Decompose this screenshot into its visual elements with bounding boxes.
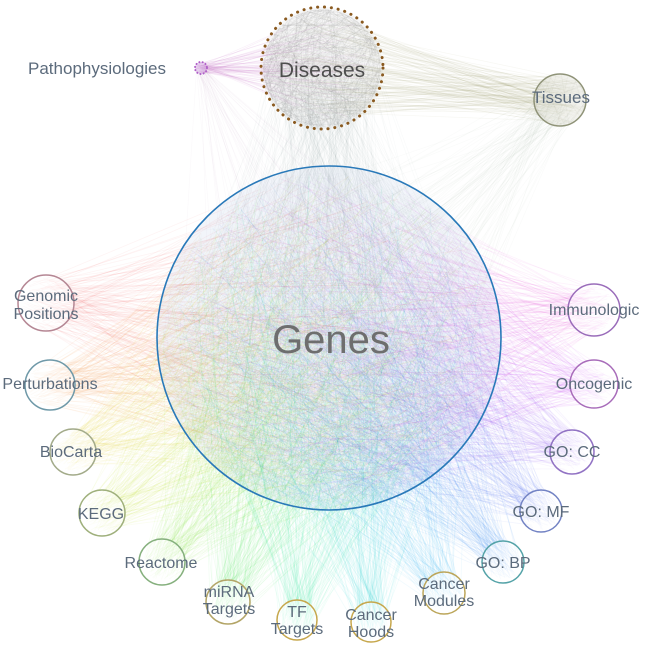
label-genes: Genes xyxy=(272,318,390,362)
label-line: Diseases xyxy=(279,59,365,82)
label-tissues: Tissues xyxy=(532,88,590,107)
node-reactome[interactable] xyxy=(138,538,186,586)
node-genes[interactable] xyxy=(156,165,502,511)
node-cancer-modules[interactable] xyxy=(422,571,466,615)
inner-network-diseases xyxy=(263,9,381,127)
label-go-bp: GO: BP xyxy=(475,555,530,572)
node-tf-targets[interactable] xyxy=(276,599,318,641)
node-perturbations[interactable] xyxy=(24,359,76,411)
bundle-genes-to-tf-targets xyxy=(185,174,489,636)
label-line: Targets xyxy=(203,601,255,618)
node-go-bp[interactable] xyxy=(481,540,525,584)
label-line: Pathophysiologies xyxy=(28,59,166,78)
label-line: Tissues xyxy=(532,88,590,107)
node-genomic-positions[interactable] xyxy=(17,274,75,332)
label-line: Cancer xyxy=(418,576,470,593)
label-diseases: Diseases xyxy=(279,59,365,82)
node-labels: Genes Diseases PathophysiologiesTissuesGen… xyxy=(2,59,639,641)
node-underfill-tissues xyxy=(534,74,586,126)
label-line: BioCarta xyxy=(40,444,102,461)
node-kegg[interactable] xyxy=(78,489,126,537)
bundle-diseases-to-genes xyxy=(174,10,482,489)
label-line: Targets xyxy=(271,621,323,638)
label-line: GO: BP xyxy=(475,555,530,572)
node-diseases[interactable] xyxy=(259,5,385,131)
node-underfill-genes xyxy=(157,166,501,510)
bundle-genes-to-oncogenic xyxy=(187,179,616,496)
bundle-genes-to-go-mf xyxy=(171,192,560,530)
bundle-genes-to-go-bp xyxy=(180,184,522,580)
label-kegg: KEGG xyxy=(78,506,124,523)
inner-network-tissues xyxy=(534,75,586,126)
bundle-genes-to-reactome xyxy=(141,172,483,580)
node-go-cc[interactable] xyxy=(549,429,595,475)
node-mirna-targets[interactable] xyxy=(205,579,251,625)
label-line: GO: CC xyxy=(544,444,601,461)
label-immunologic: Immunologic xyxy=(549,302,640,319)
node-pathophysiologies[interactable] xyxy=(194,61,208,75)
label-line: Reactome xyxy=(125,555,198,572)
label-line: Modules xyxy=(414,593,474,610)
bundle-genes-to-genomic-positions xyxy=(21,174,472,502)
label-line: Oncogenic xyxy=(556,376,633,393)
label-go-mf: GO: MF xyxy=(513,504,570,521)
label-line: TF xyxy=(287,604,307,621)
bundle-genes-to-cancer-modules xyxy=(165,184,484,610)
bundle-genes-to-immunologic xyxy=(166,178,616,505)
label-perturbations: Perturbations xyxy=(2,376,97,393)
node-cancer-hoods[interactable] xyxy=(350,601,392,643)
label-line: Immunologic xyxy=(549,302,640,319)
label-biocarta: BioCarta xyxy=(40,444,102,461)
label-oncogenic: Oncogenic xyxy=(556,376,633,393)
label-go-cc: GO: CC xyxy=(544,444,601,461)
node-biocarta[interactable] xyxy=(49,428,97,476)
node-oncogenic[interactable] xyxy=(569,359,619,409)
label-line: KEGG xyxy=(78,506,124,523)
node-immunologic[interactable] xyxy=(567,283,621,337)
node-underfills xyxy=(157,7,586,510)
label-line: Positions xyxy=(14,306,79,323)
bundle-tissues-to-genes xyxy=(199,77,585,487)
label-line: Cancer xyxy=(345,607,397,624)
bundle-genes-to-cancer-hoods xyxy=(177,186,496,640)
node-circles xyxy=(17,5,621,643)
bundle-pathophysiologies-to-genes xyxy=(180,63,476,481)
label-line: Perturbations xyxy=(2,376,97,393)
label-line: GO: MF xyxy=(513,504,570,521)
bundle-pathophysiologies-to-diseases xyxy=(195,20,368,118)
node-go-mf[interactable] xyxy=(519,489,563,533)
label-line: miRNA xyxy=(204,584,255,601)
node-tissues[interactable] xyxy=(533,73,587,127)
label-reactome: Reactome xyxy=(125,555,198,572)
label-pathophysiologies: Pathophysiologies xyxy=(28,59,166,78)
label-line: Hoods xyxy=(348,624,394,641)
label-line: Genomic xyxy=(14,288,78,305)
node-underfill-diseases xyxy=(261,7,383,129)
bundle-genes-to-biocarta xyxy=(52,175,492,504)
label-line: Genes xyxy=(272,318,390,362)
bundle-genes-to-go-cc xyxy=(167,177,591,497)
bundle-genes-to-mirna-targets xyxy=(162,192,477,622)
bundle-genes-to-kegg xyxy=(81,176,495,534)
